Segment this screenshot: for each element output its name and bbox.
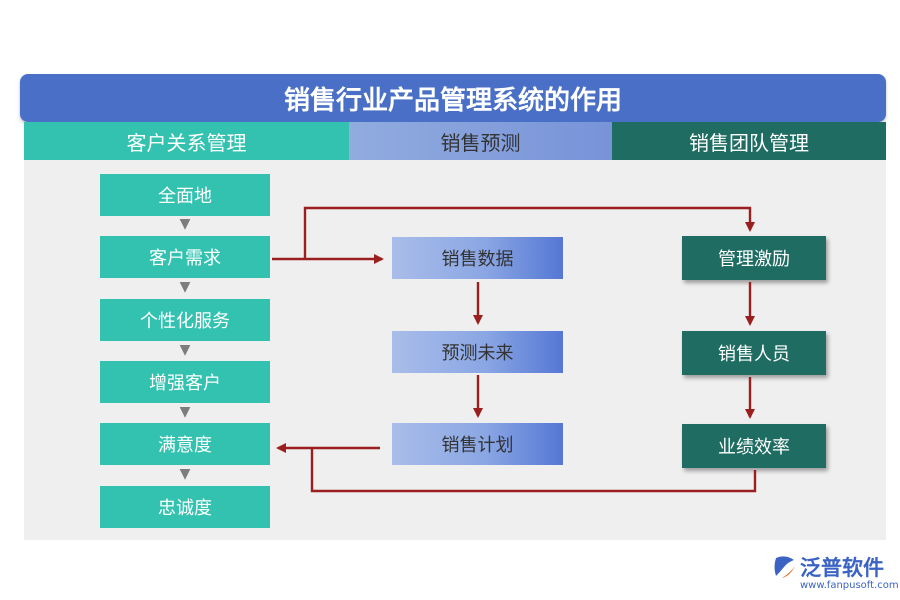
node-sales-plan: 销售计划	[392, 423, 563, 465]
chevron-down-icon: ▼	[179, 404, 191, 420]
brand-url: www.fanpusoft.com	[800, 580, 899, 591]
brand-logo: 泛普软件 www.fanpusoft.com	[772, 552, 899, 596]
fanpu-logo-icon	[774, 556, 795, 578]
chevron-down-icon: ▼	[179, 466, 191, 482]
node-satisfaction: 满意度	[100, 423, 270, 465]
node-sales-data: 销售数据	[392, 237, 563, 279]
brand-name: 泛普软件	[800, 556, 884, 580]
node-comprehensive: 全面地	[100, 174, 270, 216]
node-enhance-customer: 增强客户	[100, 361, 270, 403]
node-sales-staff: 销售人员	[682, 331, 826, 375]
node-personalized-service: 个性化服务	[100, 299, 270, 341]
arrow-needs-to-incentive	[303, 206, 755, 259]
header-sales-team: 销售团队管理	[612, 122, 886, 160]
chevron-down-icon: ▼	[179, 216, 191, 232]
arrow-efficiency-to-satisfaction	[310, 448, 757, 493]
chevron-down-icon: ▼	[179, 342, 191, 358]
node-performance-efficiency: 业绩效率	[682, 424, 826, 468]
node-customer-needs: 客户需求	[100, 236, 270, 278]
diagram-title: 销售行业产品管理系统的作用	[20, 74, 886, 122]
header-sales-forecast: 销售预测	[349, 122, 612, 160]
node-forecast-future: 预测未来	[392, 331, 563, 373]
node-loyalty: 忠诚度	[100, 486, 270, 528]
node-management-incentive: 管理激励	[682, 236, 826, 280]
header-customer-relationship: 客户关系管理	[24, 122, 349, 160]
chevron-down-icon: ▼	[179, 279, 191, 295]
